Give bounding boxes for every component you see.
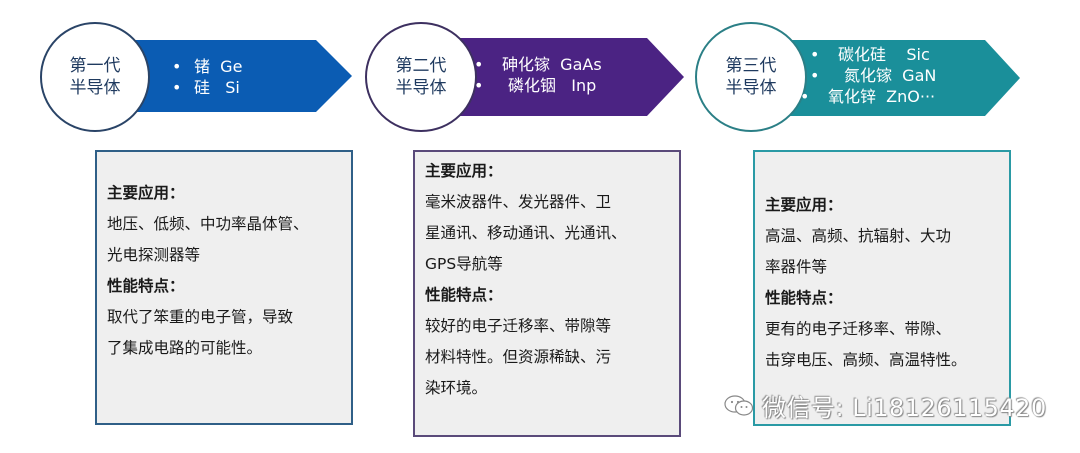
generation-1-arrow [120, 40, 354, 112]
generation-3-title-line2: 半导体 [725, 78, 777, 98]
watermark: 微信号: Li18126115420 [724, 388, 1047, 423]
generation-3-title-line1: 第三代 [725, 56, 777, 76]
generation-2-materials: • 砷化镓 GaAs • 磷化铟 Inp [474, 54, 602, 96]
applications-line: 毫米波器件、发光器件、卫 [425, 193, 612, 211]
applications-line: 率器件等 [765, 258, 828, 276]
applications-line: GPS导航等 [425, 255, 503, 273]
applications-label: 主要应用： [765, 196, 843, 214]
material-label: 碳化硅 Sic [838, 45, 930, 64]
material-label: 砷化镓 GaAs [502, 55, 602, 74]
generation-1-title-line1: 第一代 [69, 56, 121, 76]
applications-label: 主要应用： [425, 162, 503, 180]
wechat-icon [724, 394, 754, 418]
generation-2-title-line2: 半导体 [395, 78, 447, 98]
bullet-icon: • [172, 78, 182, 97]
material-label: 磷化铟 Inp [508, 76, 597, 95]
material-item: • 砷化镓 GaAs [474, 54, 602, 75]
features-line: 击穿电压、高频、高温特性。 [765, 351, 967, 369]
applications-label: 主要应用： [107, 184, 185, 202]
generation-3-detail-box: 主要应用： 高温、高频、抗辐射、大功 率器件等 性能特点： 更有的电子迁移率、带… [753, 150, 1011, 426]
applications-line: 光电探测器等 [107, 246, 201, 264]
features-line: 较好的电子迁移率、带隙等 [425, 317, 612, 335]
applications-line: 地压、低频、中功率晶体管、 [107, 215, 309, 233]
generation-3-arrow [780, 40, 1022, 116]
material-label: 硅 Si [194, 78, 240, 97]
features-line: 取代了笨重的电子管，导致 [107, 308, 294, 326]
generation-1-detail-box: 主要应用： 地压、低频、中功率晶体管、 光电探测器等 性能特点： 取代了笨重的电… [95, 150, 353, 425]
bullet-icon: • [474, 76, 484, 95]
generation-1-materials: • 锗 Ge • 硅 Si [172, 56, 242, 98]
features-line: 材料特性。但资源稀缺、污 [425, 348, 612, 366]
generation-2-detail-box: 主要应用： 毫米波器件、发光器件、卫 星通讯、移动通讯、光通讯、 GPS导航等 … [413, 150, 681, 437]
material-item: • 氮化镓 GaN [810, 65, 936, 86]
generation-2-circle: 第二代 半导体 [365, 22, 477, 132]
bullet-icon: • [800, 87, 810, 106]
bullet-icon: • [810, 45, 820, 64]
material-item: • 碳化硅 Sic [810, 44, 936, 65]
watermark-text: 微信号: Li18126115420 [762, 394, 1047, 422]
generation-1-title-line2: 半导体 [69, 78, 121, 98]
generation-2-title-line1: 第二代 [395, 56, 447, 76]
features-line: 了集成电路的可能性。 [107, 339, 263, 357]
material-item: • 磷化铟 Inp [474, 75, 602, 96]
bullet-icon: • [172, 57, 182, 76]
bullet-icon: • [474, 55, 484, 74]
features-label: 性能特点： [765, 289, 843, 307]
material-label: 氮化镓 GaN [844, 66, 937, 85]
material-label: 氧化锌 ZnO··· [828, 87, 936, 106]
features-label: 性能特点： [107, 277, 185, 295]
generation-3-circle: 第三代 半导体 [695, 22, 807, 132]
material-label: 锗 Ge [194, 57, 243, 76]
material-item: • 氧化锌 ZnO··· [800, 86, 936, 107]
material-item: • 锗 Ge [172, 56, 242, 77]
generation-3-materials: • 碳化硅 Sic • 氮化镓 GaN • 氧化锌 ZnO··· [800, 44, 936, 107]
features-label: 性能特点： [425, 286, 503, 304]
generation-1-circle: 第一代 半导体 [40, 22, 150, 132]
applications-line: 星通讯、移动通讯、光通讯、 [425, 224, 627, 242]
bullet-icon: • [810, 66, 820, 85]
material-item: • 硅 Si [172, 77, 242, 98]
features-line: 染环境。 [425, 379, 488, 397]
applications-line: 高温、高频、抗辐射、大功 [765, 227, 952, 245]
features-line: 更有的电子迁移率、带隙、 [765, 320, 952, 338]
generation-2-arrow [450, 38, 686, 116]
